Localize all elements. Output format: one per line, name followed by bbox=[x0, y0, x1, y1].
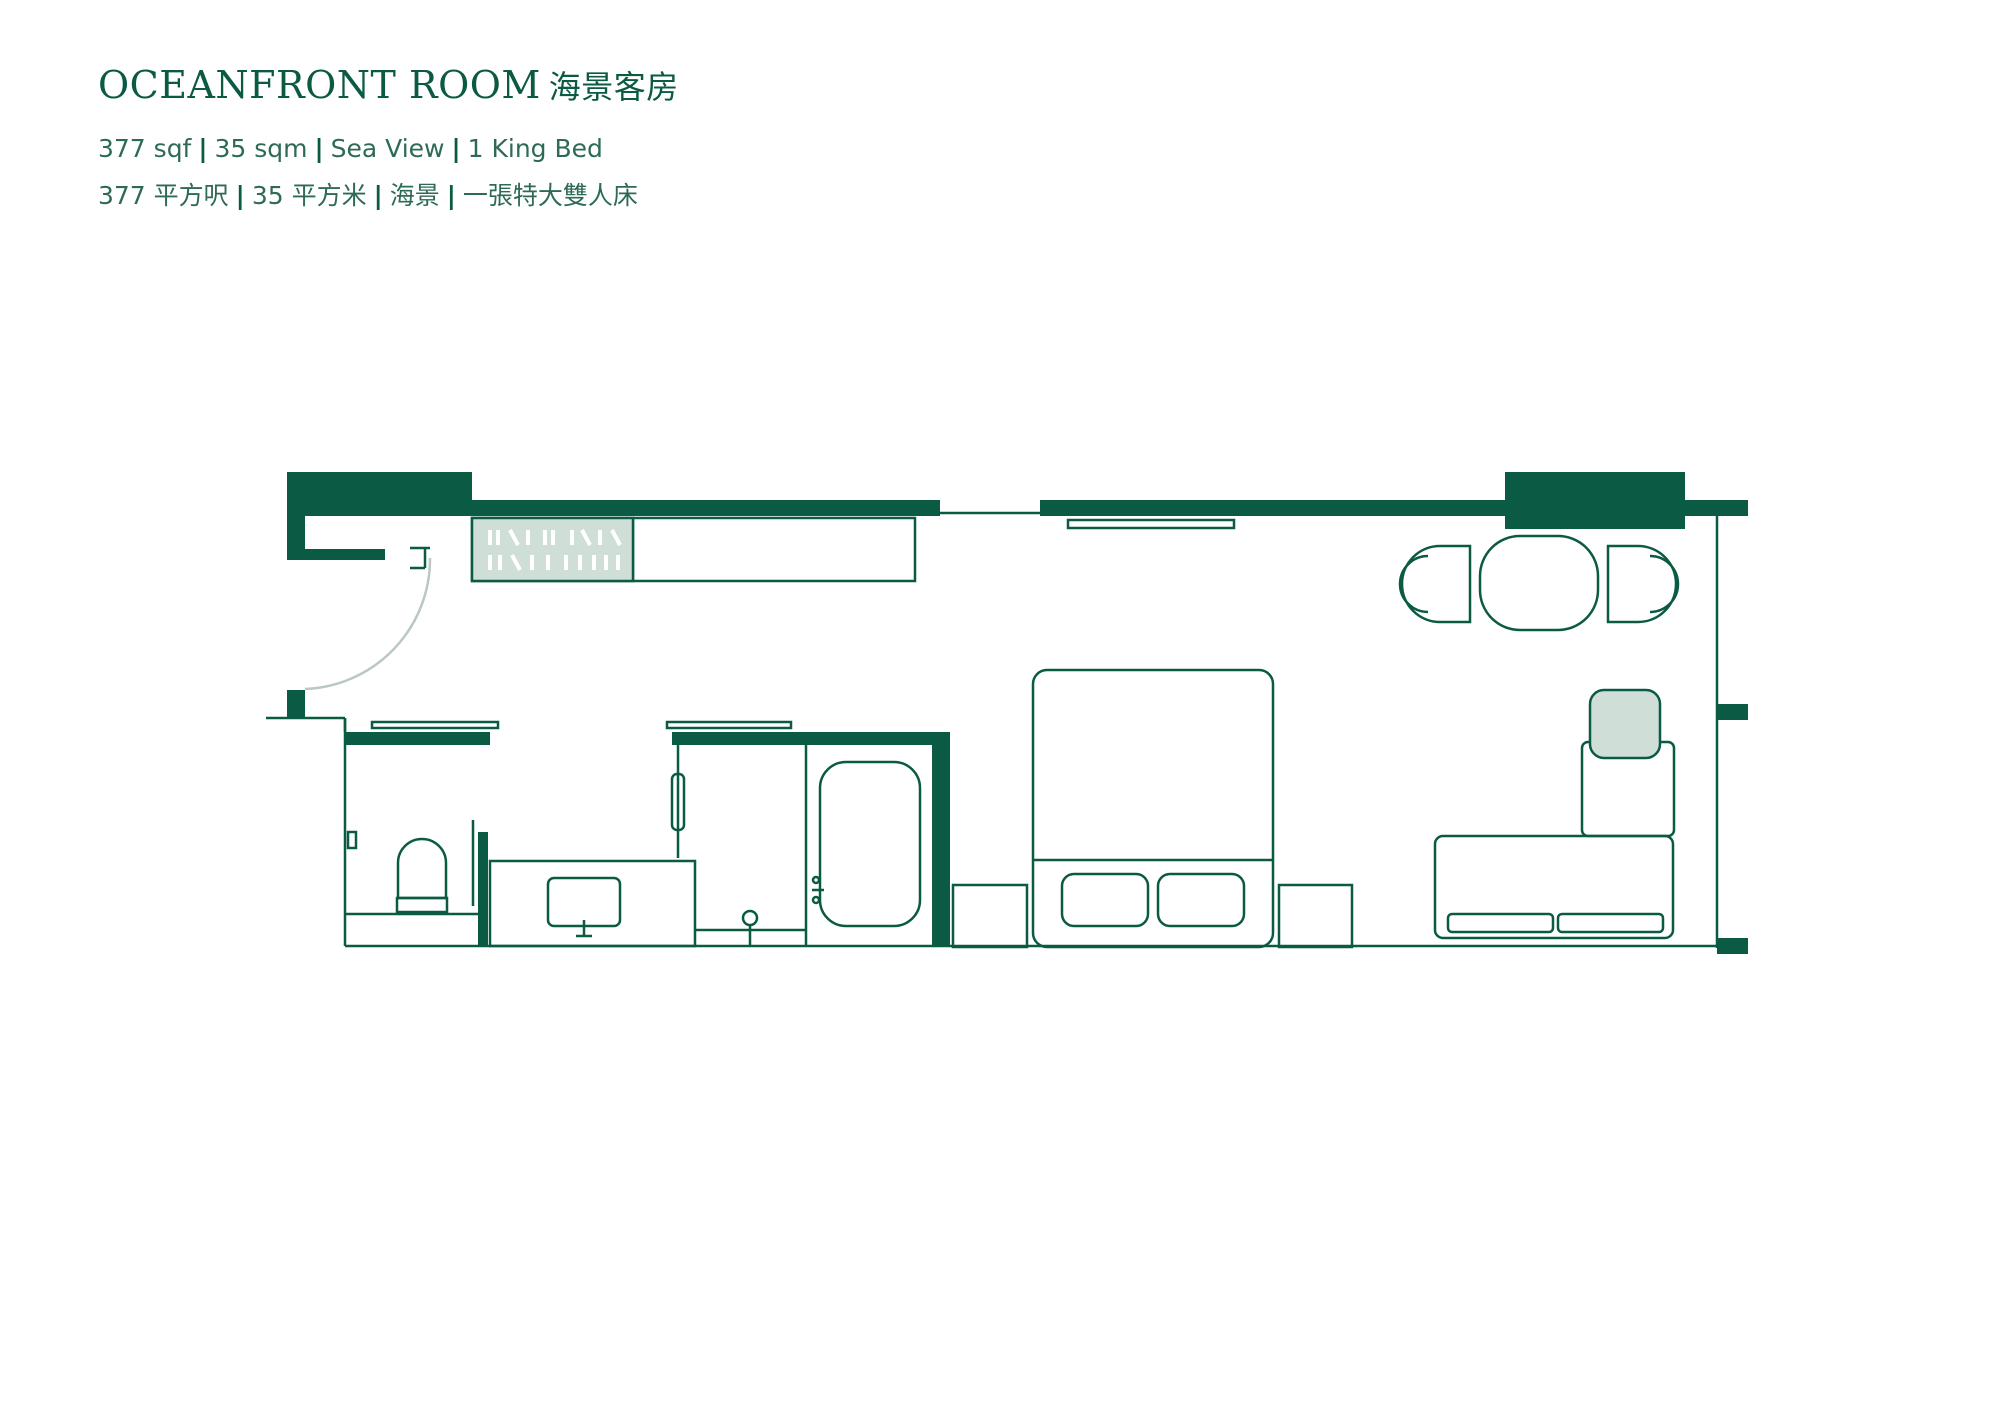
chair-right-back bbox=[1649, 554, 1680, 614]
spec-separator: | bbox=[373, 181, 383, 210]
toilet-paper-holder bbox=[346, 830, 358, 850]
king-bed bbox=[1031, 668, 1275, 949]
sink bbox=[546, 876, 622, 928]
door-swing-arc bbox=[304, 557, 432, 691]
wall-top-1 bbox=[472, 500, 940, 516]
spec-separator: | bbox=[446, 181, 456, 210]
armchair-cushion bbox=[1588, 688, 1662, 760]
spec-view: Sea View bbox=[330, 134, 445, 163]
wall-bath-right bbox=[932, 732, 950, 946]
column-top-left bbox=[287, 472, 472, 516]
toilet bbox=[396, 837, 448, 900]
shower-drain bbox=[741, 909, 759, 927]
spec-size-sqf-cn: 377 平方呎 bbox=[98, 181, 229, 210]
wall-wc-divider bbox=[478, 832, 488, 946]
window-mullion bbox=[1717, 938, 1748, 954]
spec-bed-cn: 一張特大雙人床 bbox=[462, 181, 638, 210]
spec-size-sqm: 35 sqm bbox=[214, 134, 308, 163]
pillow bbox=[1156, 872, 1246, 928]
sofa bbox=[1433, 834, 1675, 940]
spec-size-sqf: 377 sqf bbox=[98, 134, 192, 163]
room-title-cn: 海景客房 bbox=[548, 68, 679, 106]
chair-left bbox=[1400, 544, 1472, 624]
bathtub-knob bbox=[811, 895, 821, 905]
wall-top-2 bbox=[1040, 500, 1510, 516]
minibar-items bbox=[488, 529, 622, 571]
wall-top-3 bbox=[1685, 500, 1748, 516]
round-table bbox=[1478, 534, 1600, 632]
sofa-cushion bbox=[1556, 912, 1665, 934]
wall-wc-top bbox=[345, 732, 490, 745]
room-specs-en: 377 sqf|35 sqm|Sea View|1 King Bed bbox=[98, 134, 603, 163]
wall-shelf bbox=[665, 720, 793, 730]
spec-separator: | bbox=[198, 134, 208, 163]
spec-separator: | bbox=[314, 134, 324, 163]
wall-entry-left bbox=[287, 472, 305, 560]
minibar bbox=[470, 516, 635, 583]
window-mullion bbox=[1717, 704, 1748, 720]
room-specs-cn: 377 平方呎|35 平方米|海景|一張特大雙人床 bbox=[98, 176, 638, 212]
column-top-right bbox=[1505, 472, 1685, 529]
spec-view-cn: 海景 bbox=[389, 181, 440, 210]
spec-separator: | bbox=[235, 181, 245, 210]
pillow bbox=[1060, 872, 1150, 928]
spec-separator: | bbox=[451, 134, 461, 163]
chair-right bbox=[1606, 544, 1678, 624]
chair-left-back bbox=[1398, 554, 1429, 614]
entry-door bbox=[304, 546, 432, 691]
tv bbox=[1066, 518, 1236, 530]
room-title-en: OCEANFRONT ROOM bbox=[98, 63, 541, 107]
wall-entry-stub bbox=[287, 549, 385, 560]
wall-shelf bbox=[370, 720, 500, 730]
bathtub bbox=[818, 760, 922, 928]
nightstand bbox=[951, 883, 1029, 949]
spec-bed: 1 King Bed bbox=[467, 134, 603, 163]
nightstand bbox=[1277, 883, 1354, 949]
bathtub-knob bbox=[811, 875, 821, 885]
vanity-counter bbox=[488, 859, 697, 948]
spec-size-sqm-cn: 35 平方米 bbox=[251, 181, 367, 210]
sofa-cushion bbox=[1446, 912, 1555, 934]
wall-entry-post bbox=[287, 690, 305, 718]
wall-bath-top bbox=[672, 732, 950, 745]
toilet-tank bbox=[395, 896, 449, 914]
